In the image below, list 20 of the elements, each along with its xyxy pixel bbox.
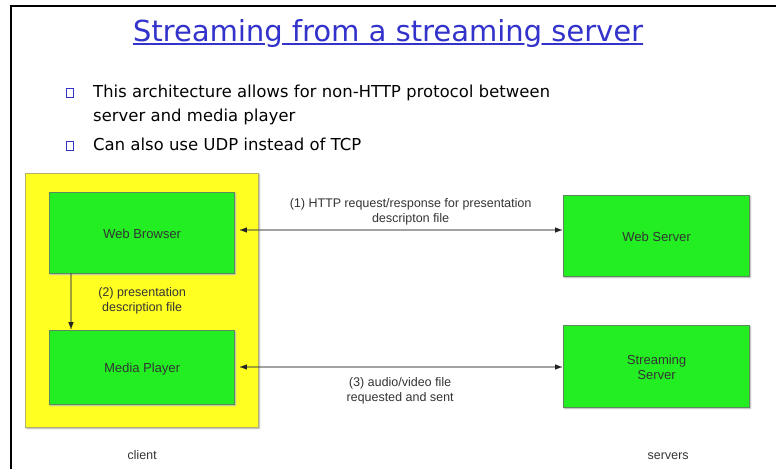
component-box — [49, 330, 235, 405]
component-box — [49, 192, 235, 274]
node-label: Web Server — [622, 228, 691, 244]
node-label: Streaming Server — [626, 352, 688, 382]
server-box — [563, 195, 750, 277]
group-box — [25, 173, 259, 428]
bullet-text: Can also use UDP instead of TCP — [93, 134, 362, 156]
server-box — [563, 325, 750, 408]
slide-title: Streaming from a streaming server — [132, 14, 644, 48]
edge-label: (2) presentation description file — [97, 285, 187, 315]
group-caption: client — [126, 448, 158, 463]
arrow — [240, 227, 562, 233]
group-caption: servers — [646, 448, 690, 463]
node-label: Media Player — [104, 360, 180, 375]
arrow — [68, 272, 74, 330]
arrow — [240, 364, 562, 370]
edge-label: (3) audio/video file requested and sent — [345, 375, 455, 405]
node-label: Web Browser — [103, 226, 181, 240]
edge-label: (1) HTTP request/response for presentation descripton file — [288, 196, 532, 226]
bullet-text: This architecture allows for non-HTTP protocol between server and media player — [93, 81, 552, 127]
